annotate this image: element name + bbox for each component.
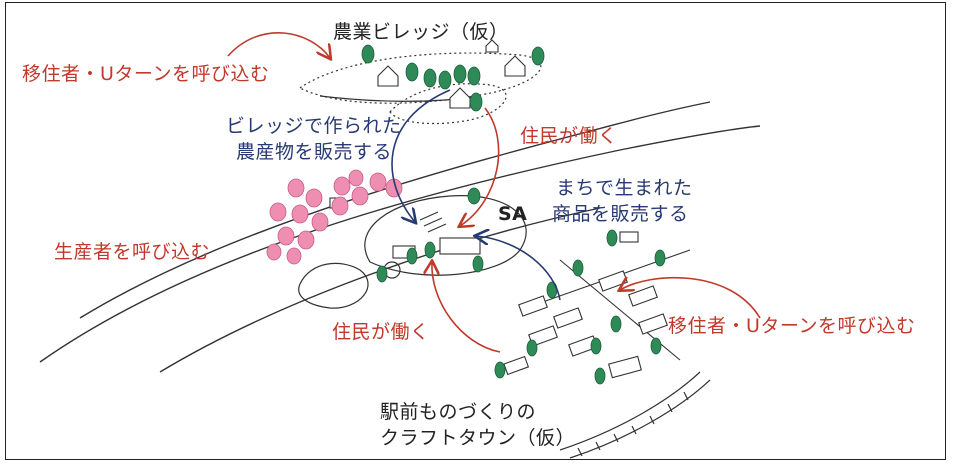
highway — [39, 101, 761, 373]
residents-work-bottom-label: 住民が働く — [332, 321, 430, 343]
attract-producers-label: 生産者を呼び込む — [54, 241, 211, 263]
sa-label: SA — [498, 203, 528, 225]
attract-migrants-right-label: 移住者・Uターンを呼び込む — [668, 315, 916, 337]
craft-town-title-line2: クラフトタウン（仮） — [380, 427, 576, 449]
craft-town-title-line1: 駅前ものづくりの — [380, 401, 537, 423]
village-products-label-line2: 農産物を販売する — [236, 141, 393, 163]
village-houses — [377, 39, 526, 109]
village-products-label-line1: ビレッジで作られた — [226, 115, 402, 137]
blossom-trees — [266, 169, 403, 265]
flow-arrows — [227, 32, 761, 353]
railway — [559, 371, 711, 459]
town-products-label-line2: 商品を販売する — [552, 203, 689, 225]
residents-work-top-label: 住民が働く — [520, 125, 618, 147]
village-title: 農業ビレッジ（仮） — [333, 21, 509, 43]
green-trees — [361, 44, 666, 385]
attract-migrants-top-label: 移住者・Uターンを呼び込む — [22, 63, 270, 85]
town-products-label-line1: まちで生まれた — [556, 177, 693, 199]
village-hills — [298, 52, 542, 125]
